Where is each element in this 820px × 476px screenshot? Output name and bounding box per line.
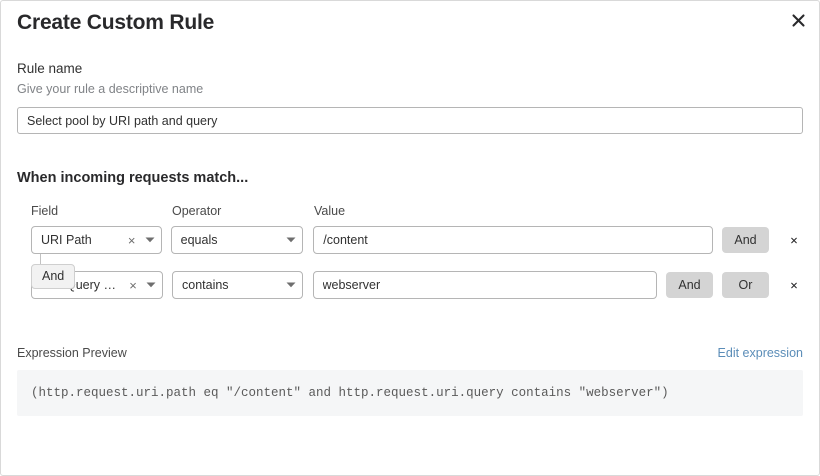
field-select-row-1[interactable]: URI Path ×: [31, 226, 162, 254]
value-input-row-1[interactable]: [313, 226, 713, 254]
or-button-row-2[interactable]: Or: [722, 272, 769, 298]
edit-expression-link[interactable]: Edit expression: [717, 346, 803, 360]
rule-name-input[interactable]: [17, 107, 803, 134]
connector-and-badge-wrap: And: [31, 264, 76, 289]
expression-preview-label: Expression Preview: [17, 346, 127, 360]
operator-select-row-1[interactable]: equals: [170, 226, 304, 254]
page-title: Create Custom Rule: [17, 11, 215, 34]
clear-icon[interactable]: ×: [127, 232, 136, 248]
operator-select-row-2[interactable]: contains: [172, 271, 303, 299]
rule-name-help: Give your rule a descriptive name: [17, 82, 204, 96]
connector-and-badge[interactable]: And: [31, 264, 76, 289]
condition-column-headers: Field Operator Value: [17, 204, 803, 222]
match-heading: When incoming requests match...: [17, 170, 249, 186]
remove-icon[interactable]: [785, 274, 803, 296]
clear-icon[interactable]: ×: [129, 277, 137, 293]
expression-preview-code: (http.request.uri.path eq "/content" and…: [17, 370, 803, 416]
chevron-down-icon[interactable]: [280, 237, 302, 243]
column-header-operator: Operator: [172, 204, 222, 218]
condition-rows: URI Path × equals And: [17, 226, 803, 299]
rule-name-label: Rule name: [17, 61, 83, 76]
and-button-row-1[interactable]: And: [722, 227, 769, 253]
field-select-value-row-1: URI Path: [41, 233, 92, 247]
and-button-row-2[interactable]: And: [666, 272, 713, 298]
chevron-down-icon[interactable]: [140, 282, 162, 288]
column-header-field: Field: [31, 204, 59, 218]
chevron-down-icon[interactable]: [280, 282, 302, 288]
operator-select-value-row-1: equals: [180, 233, 218, 247]
expression-preview-header: Expression Preview Edit expression: [17, 346, 803, 360]
condition-row: URI Query St... × contains And Or: [17, 271, 803, 299]
condition-row: URI Path × equals And: [17, 226, 803, 254]
remove-icon[interactable]: [785, 229, 803, 251]
operator-select-value-row-2: contains: [182, 278, 229, 292]
close-icon[interactable]: [785, 7, 811, 33]
column-header-value: Value: [314, 204, 346, 218]
chevron-down-icon[interactable]: [139, 237, 161, 243]
value-input-row-2[interactable]: [312, 271, 657, 299]
